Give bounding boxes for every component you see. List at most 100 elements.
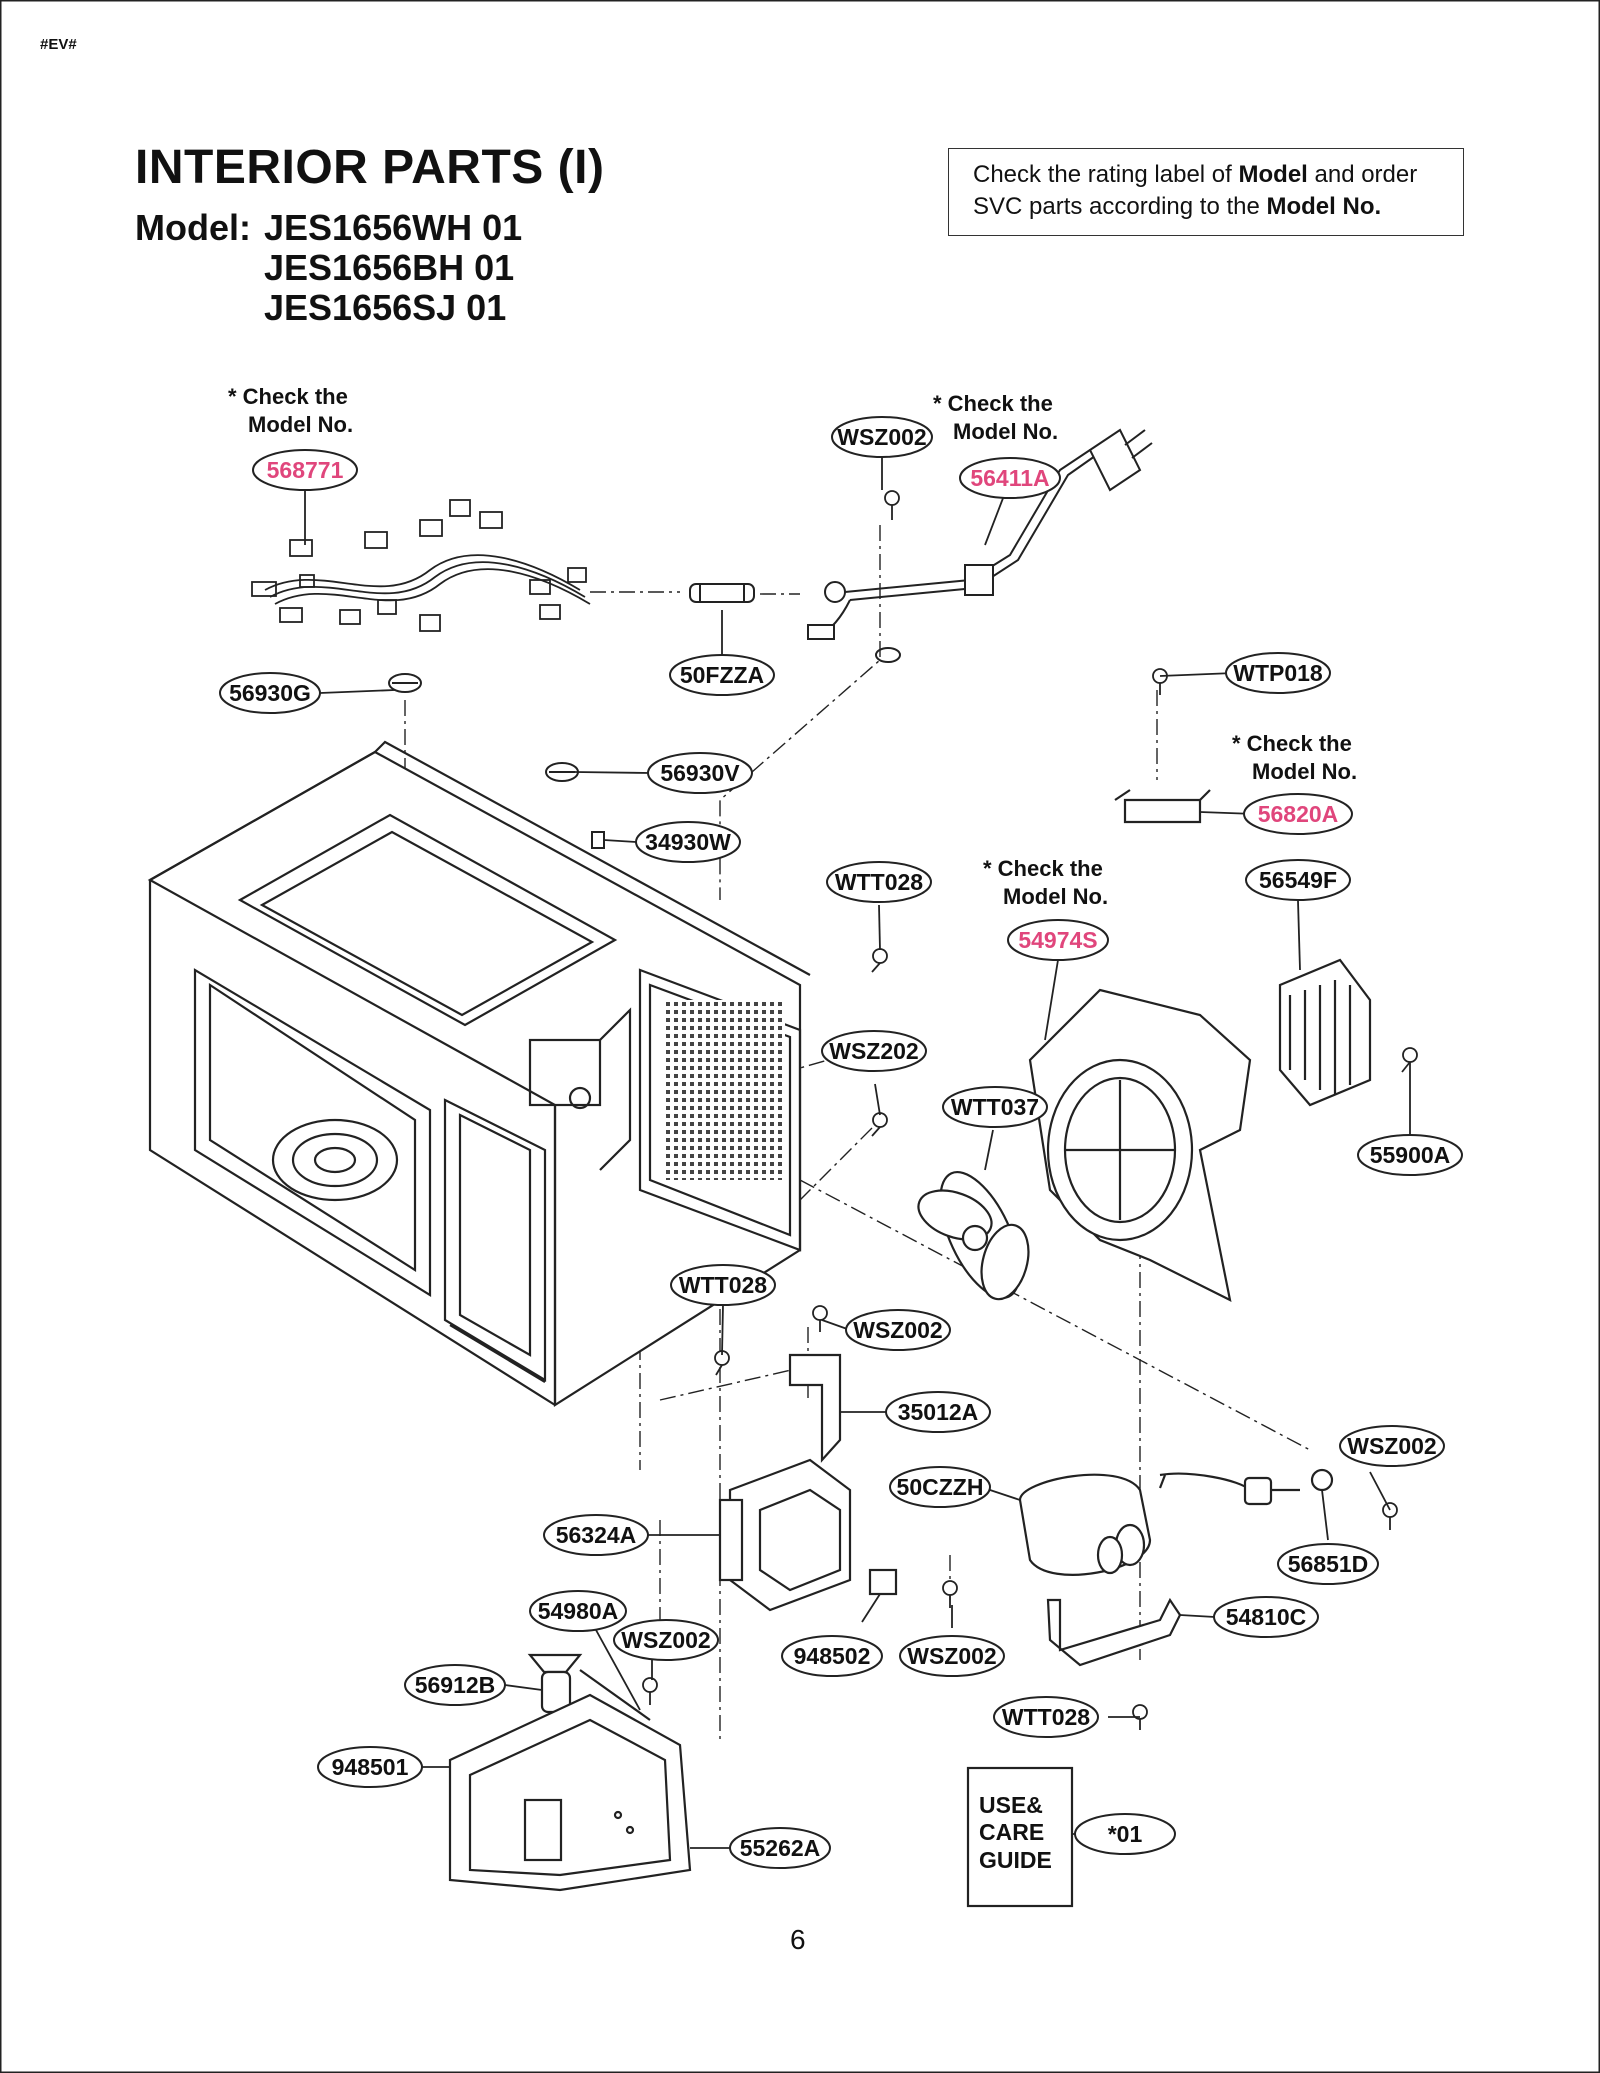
oven-cavity-drawing: [147, 740, 811, 1407]
part-number-label: 54980A: [538, 1598, 619, 1624]
callout-oval: [1277, 1543, 1379, 1585]
part-callout: 948502: [781, 1635, 883, 1677]
part-number-label: 55262A: [740, 1835, 821, 1861]
part-callout: 56324A: [543, 1514, 649, 1556]
callout-oval: [1213, 1596, 1319, 1638]
part-number-label: 56930G: [229, 680, 311, 706]
part-callout: 56912B: [404, 1664, 506, 1706]
check-note-line: * Check the: [1232, 731, 1352, 756]
part-callout: WSZ002: [613, 1619, 719, 1661]
part-number-label: WSZ002: [837, 424, 926, 450]
part-callout: 55900A: [1357, 1134, 1463, 1176]
part-number-label: 54974S: [1018, 927, 1097, 953]
model-label: Model:: [135, 207, 251, 248]
callout-oval: [959, 457, 1061, 499]
part-number-label: WSZ002: [1347, 1433, 1436, 1459]
part-callout: 54980A: [529, 1590, 627, 1632]
page-number: 6: [790, 1924, 806, 1955]
notice-text: Check the rating label of: [973, 161, 1239, 188]
part-callout: WSZ002: [1339, 1425, 1445, 1467]
part-number-label: 56851D: [1288, 1551, 1369, 1577]
magnetron-and-hv-parts-drawing: [448, 1353, 1334, 1892]
corner-code: #EV#: [40, 36, 77, 53]
part-number-label: WSZ202: [829, 1038, 918, 1064]
part-callout: WSZ202: [821, 1030, 927, 1072]
manual-label-line: GUIDE: [979, 1847, 1052, 1873]
check-note-line: Model No.: [953, 419, 1058, 444]
callout-oval: [821, 1030, 927, 1072]
part-callout: 35012A: [885, 1391, 991, 1433]
part-number-label: WTP018: [1233, 660, 1323, 686]
part-callout: WTT028: [993, 1696, 1099, 1738]
screw-drawings: [642, 490, 1418, 1730]
part-callout: WTT037: [942, 1086, 1048, 1128]
part-callouts: 568771WSZ00256411A50FZZA56930GWTP0185693…: [219, 416, 1463, 1869]
page-title: INTERIOR PARTS (I): [135, 141, 605, 194]
callout-oval: [899, 1635, 1005, 1677]
part-number-label: 55900A: [1370, 1142, 1451, 1168]
notice-bold-text: Model No.: [1266, 193, 1382, 220]
check-note-line: Model No.: [1003, 884, 1108, 909]
part-number-label: 56411A: [970, 465, 1049, 491]
part-callout: 948501: [317, 1746, 423, 1788]
part-number-label: WSZ002: [621, 1627, 710, 1653]
notice-bold-text: Model: [1238, 161, 1308, 188]
callout-oval: [252, 449, 358, 491]
callout-oval: [669, 654, 775, 696]
callout-oval: [729, 1827, 831, 1869]
part-number-label: WTT037: [951, 1094, 1039, 1120]
callout-oval: [826, 861, 932, 903]
manual-label-line: CARE: [979, 1819, 1044, 1845]
callout-oval: [845, 1309, 951, 1351]
check-note-line: Model No.: [248, 412, 353, 437]
notice-text: and order SVC parts according to the: [973, 161, 1418, 220]
part-callout: WTT028: [826, 861, 932, 903]
manual-label-line: USE&: [979, 1792, 1043, 1818]
check-note-line: * Check the: [933, 391, 1053, 416]
callout-oval: [942, 1086, 1048, 1128]
use-care-guide-booklet: USE& CARE GUIDE: [966, 1766, 1074, 1908]
part-number-label: WSZ002: [907, 1643, 996, 1669]
part-number-label: 56912B: [415, 1672, 496, 1698]
part-callout: 34930W: [635, 821, 741, 863]
part-number-label: 56324A: [556, 1522, 637, 1548]
part-number-label: 50FZZA: [680, 662, 764, 688]
callout-oval: [889, 1466, 991, 1508]
callout-oval: [647, 752, 753, 794]
part-callout: 50CZZH: [889, 1466, 991, 1508]
model-notice-box: Check the rating label of Model and orde…: [948, 148, 1464, 236]
callout-oval: [1245, 859, 1351, 901]
wire-harness-drawing: [251, 499, 591, 632]
callout-oval: [831, 416, 933, 458]
part-callout: 56411A: [959, 457, 1061, 499]
part-callout: 50FZZA: [669, 654, 775, 696]
part-callout: 55262A: [729, 1827, 831, 1869]
fuse-drawing: [689, 583, 755, 603]
model-number: JES1656WH 01: [264, 207, 523, 248]
callout-oval: [1225, 652, 1331, 694]
part-number-label: 34930W: [645, 829, 731, 855]
part-number-label: WTT028: [1002, 1704, 1090, 1730]
part-number-label: 948501: [332, 1754, 409, 1780]
callout-oval: [543, 1514, 649, 1556]
check-note-line: * Check the: [228, 384, 348, 409]
callout-oval: [670, 1264, 776, 1306]
model-number: JES1656BH 01: [264, 247, 515, 288]
part-number-label: 56549F: [1259, 867, 1337, 893]
part-number-label: 54810C: [1226, 1604, 1307, 1630]
callout-oval: [317, 1746, 423, 1788]
part-callout: WTT028: [670, 1264, 776, 1306]
part-callout: WSZ002: [845, 1309, 951, 1351]
part-number-label: *01: [1108, 1821, 1143, 1847]
part-number-label: 56930V: [660, 760, 740, 786]
part-number-label: 50CZZH: [897, 1474, 984, 1500]
part-number-label: WSZ002: [853, 1317, 942, 1343]
callout-oval: [1339, 1425, 1445, 1467]
callout-oval: [219, 672, 321, 714]
fan-assembly-drawing: [917, 789, 1372, 1302]
check-note-line: * Check the: [983, 856, 1103, 881]
part-callout: *01: [1074, 1813, 1176, 1855]
callout-oval: [1243, 793, 1353, 835]
callout-oval: [993, 1696, 1099, 1738]
